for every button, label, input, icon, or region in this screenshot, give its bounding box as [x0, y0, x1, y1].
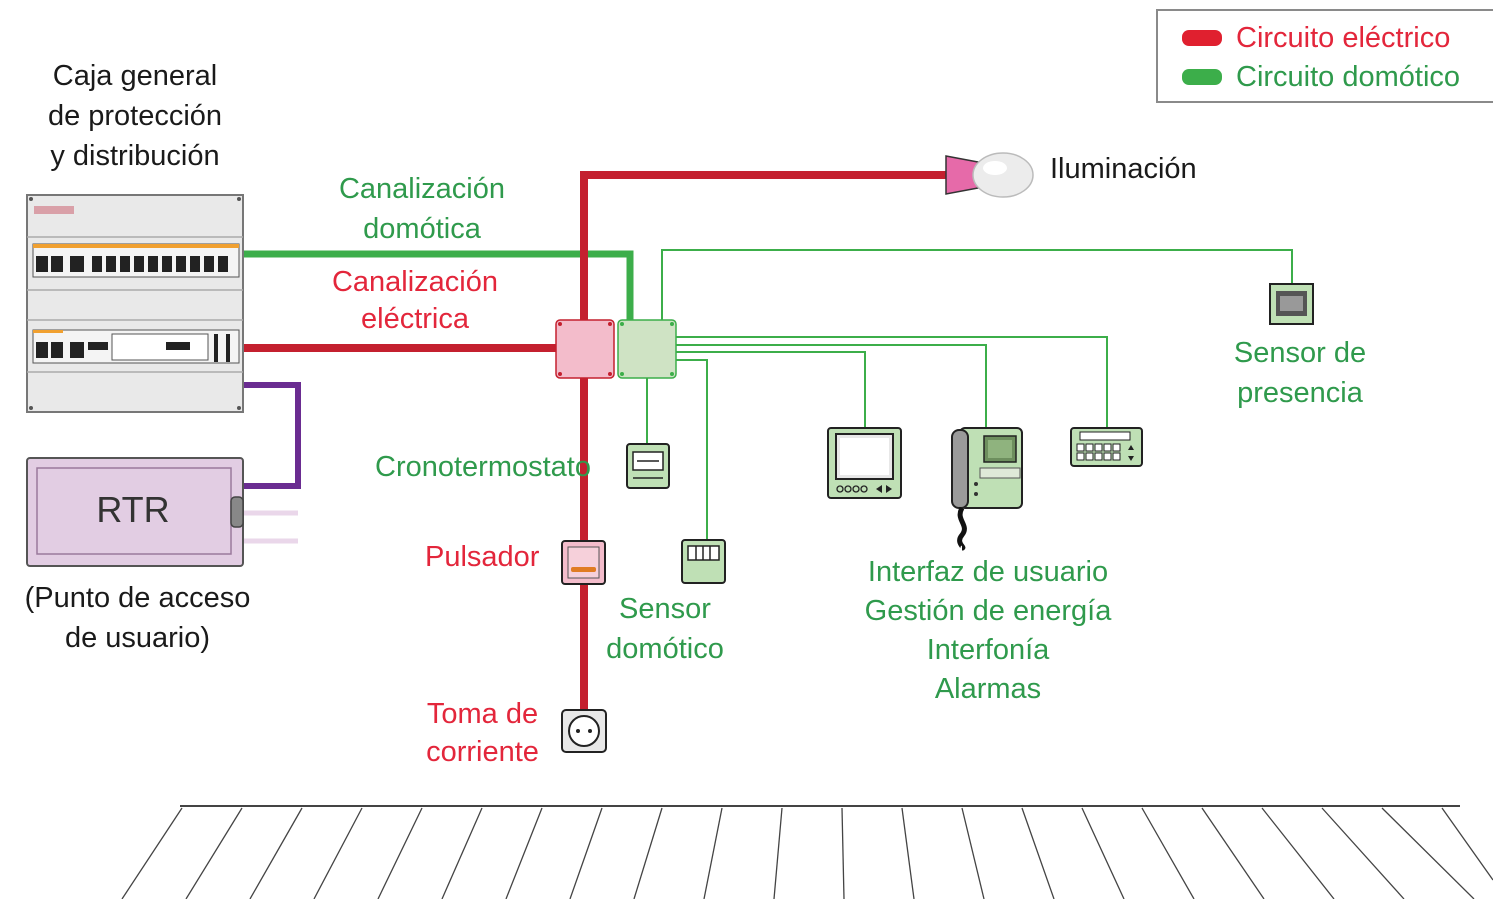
interfaz-line: Gestión de energía: [864, 595, 1112, 627]
wire-sensor-presencia: [661, 249, 1293, 322]
legend-item-electrical: Circuito eléctrico: [1182, 18, 1450, 58]
panel-title: Caja general de protección y distribució…: [20, 56, 250, 176]
sensor-domotico-label: Sensor domótico: [590, 589, 740, 669]
interfaz-label: Interfaz de usuario Gestión de energía I…: [838, 553, 1138, 709]
canal-domotica-line: domótica: [363, 213, 481, 245]
floor: [121, 805, 1493, 899]
electrical-junction-box: [555, 319, 615, 379]
canal-electrica-line: eléctrica: [361, 303, 469, 335]
cronotermostato-label: Cronotermostato: [375, 451, 591, 483]
rtr-caption-line: (Punto de acceso: [24, 582, 251, 614]
pulsador-label: Pulsador: [425, 541, 540, 573]
sensor-domotico-line: Sensor: [619, 593, 711, 625]
wire-touch-panel: [676, 351, 866, 428]
canal-domotica-line: Canalización: [338, 173, 506, 205]
push-button-icon: [561, 540, 606, 585]
rtr-caption-line: de usuario): [64, 622, 211, 654]
sensor-presencia-label: Sensor de presencia: [1200, 333, 1400, 413]
panel-title-line: de protección: [47, 100, 223, 132]
thermostat-icon: [626, 443, 670, 489]
electrical-line-lighting: [580, 171, 952, 322]
wire-videophone: [676, 344, 987, 430]
interfaz-line: Alarmas: [934, 673, 1042, 705]
power-outlet-icon: [561, 709, 607, 753]
presence-sensor-icon: [1269, 283, 1314, 325]
keypad-icon: [1070, 427, 1143, 467]
rtr-label: RTR: [96, 489, 170, 530]
distribution-panel: [26, 194, 244, 413]
rtr-output-lines: [243, 510, 298, 544]
video-intercom-icon: [951, 427, 1023, 551]
touch-panel-icon: [827, 427, 902, 499]
legend-swatch-electrical: [1182, 30, 1222, 46]
rtr-cable: [243, 382, 301, 489]
electrical-lines: [243, 171, 952, 712]
toma-line: Toma de: [426, 698, 539, 730]
legend-label-domotic: Circuito domótico: [1236, 60, 1461, 93]
rtr-box: [26, 457, 244, 567]
canal-domotica-label: Canalización domótica: [312, 169, 532, 249]
wire-cronotermostato: [628, 378, 648, 449]
sensor-presencia-line: presencia: [1237, 377, 1363, 409]
panel-title-line: Caja general: [52, 60, 218, 92]
toma-line: corriente: [426, 736, 539, 768]
domotic-sensor-icon: [681, 539, 726, 584]
legend: Circuito eléctrico Circuito domótico: [1156, 9, 1493, 103]
legend-swatch-domotic: [1182, 69, 1222, 85]
canal-electrica-label: Canalización eléctrica: [305, 264, 525, 338]
sensor-domotico-line: domótico: [606, 633, 724, 665]
canal-electrica-line: Canalización: [331, 266, 499, 298]
wire-keypad: [676, 336, 1108, 428]
iluminacion-label: Iluminación: [1050, 153, 1197, 185]
sensor-presencia-line: Sensor de: [1233, 337, 1367, 369]
panel-title-line: y distribución: [50, 140, 220, 172]
toma-label: Toma de corriente: [410, 695, 555, 771]
interfaz-line: Interfaz de usuario: [867, 556, 1109, 588]
legend-item-domotic: Circuito domótico: [1182, 57, 1460, 97]
wire-sensor-domotico: [676, 359, 708, 540]
interfaz-line: Interfonía: [926, 634, 1050, 666]
light-bulb-icon: [945, 152, 1034, 198]
rtr-caption: (Punto de acceso de usuario): [0, 578, 275, 658]
domotic-junction-box: [617, 319, 677, 379]
legend-label-electrical: Circuito eléctrico: [1236, 21, 1451, 54]
domotic-canal-line: [243, 250, 634, 322]
